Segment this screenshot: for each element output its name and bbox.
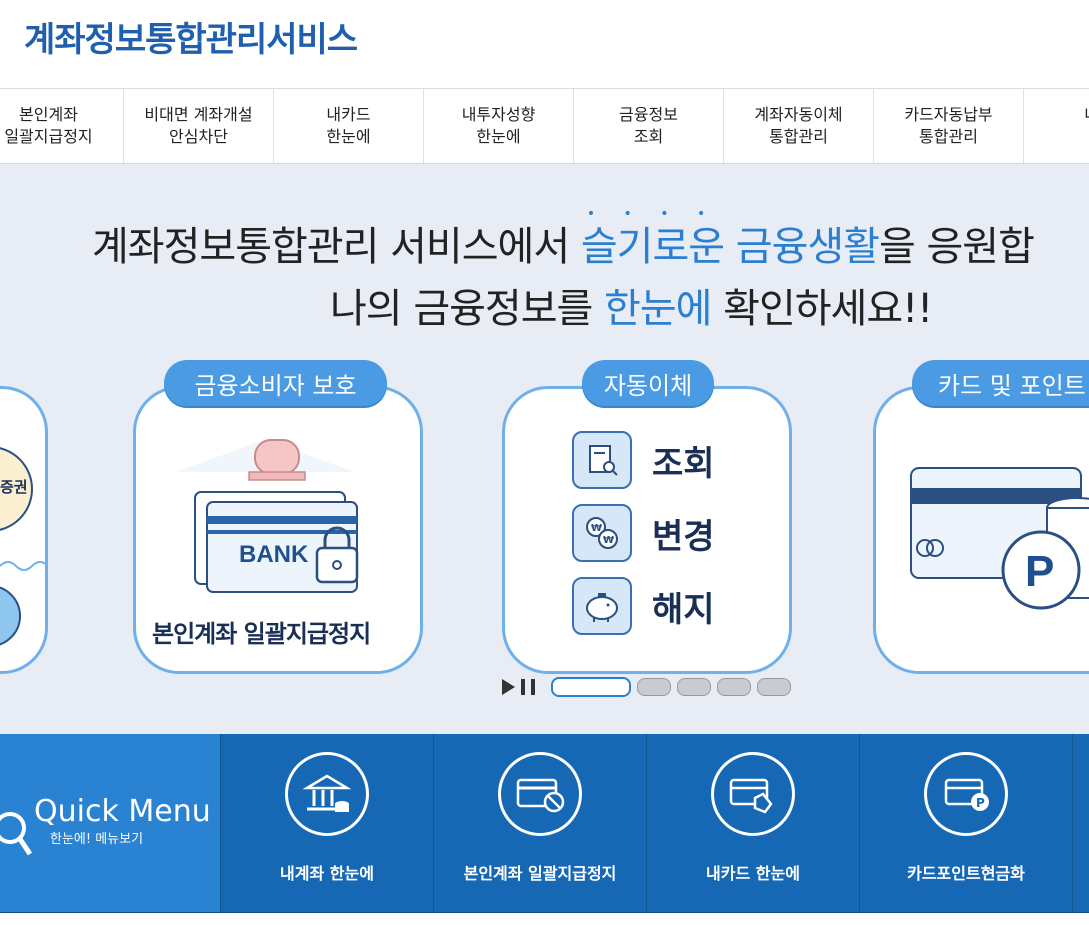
svg-text:₩: ₩ bbox=[603, 535, 614, 546]
quick-item-account-stop[interactable]: 본인계좌 일괄지급정지 bbox=[433, 734, 646, 912]
points-title: 카드 및 포인트 bbox=[912, 360, 1089, 406]
auto-transfer-title: 자동이체 bbox=[582, 360, 714, 406]
headline-text: 을 응원합 bbox=[878, 224, 1035, 270]
headline-text bbox=[724, 224, 736, 270]
auto-row-change: ₩₩ 변경 bbox=[572, 504, 742, 562]
nav-item-finance-info[interactable]: 금융정보 조회 bbox=[574, 89, 724, 163]
subhead-text: 확인하세요!! bbox=[711, 286, 933, 332]
banner-headline: 계좌정보통합관리 서비스에서 슬기로운 금융생활을 응원합 bbox=[92, 214, 1035, 272]
nav-item-nonface-block[interactable]: 비대면 계좌개설 안심차단 bbox=[124, 89, 274, 163]
banner-subhead: 나의 금융정보를 한눈에 확인하세요!! bbox=[330, 276, 933, 334]
quick-item-more[interactable] bbox=[1072, 734, 1089, 912]
securities-illustration bbox=[0, 447, 46, 646]
site-header: 계좌정보통합관리서비스 bbox=[0, 0, 1089, 89]
slider-dot[interactable] bbox=[717, 678, 751, 696]
main-banner: 계좌정보통합관리 서비스에서 슬기로운 금융생활을 응원합 나의 금융정보를 한… bbox=[0, 164, 1089, 734]
nav-item-label: 비대면 계좌개설 bbox=[144, 105, 253, 124]
nav-item-label: 한눈에 bbox=[326, 127, 371, 146]
nav-item-investment[interactable]: 내투자성향 한눈에 bbox=[424, 89, 574, 163]
auto-label: 조회 bbox=[652, 443, 715, 484]
quick-item-label: 내카드 한눈에 bbox=[706, 864, 800, 883]
nav-item-label: 내투자성향 bbox=[461, 105, 536, 124]
headline-highlight: 슬기로운 bbox=[581, 224, 725, 270]
nav-item-label: 금융정보 bbox=[619, 105, 678, 124]
quick-item-label: 내계좌 한눈에 bbox=[280, 864, 374, 883]
piggy-bank-icon bbox=[572, 577, 632, 635]
quick-item-card-point[interactable]: P 카드포인트현금화 bbox=[859, 734, 1072, 912]
protection-caption: 본인계좌 일괄지급정지 bbox=[152, 620, 371, 648]
headline-text: 계좌정보통합관리 서비스에서 bbox=[92, 224, 581, 270]
quick-menu-title: Quick Menu bbox=[34, 794, 211, 829]
nav-item-label: 통합관리 bbox=[919, 127, 978, 146]
point-letter: P bbox=[1025, 547, 1054, 596]
bank-lock-illustration: BANK bbox=[175, 439, 359, 593]
headline-highlight: 금융생활 bbox=[735, 224, 880, 270]
slide-card-protection[interactable] bbox=[133, 386, 423, 674]
quick-menu-subtitle: 한눈에! 메뉴보기 bbox=[50, 832, 144, 847]
auto-label: 해지 bbox=[652, 589, 715, 630]
nav-item-more[interactable]: 내오 한 bbox=[1024, 89, 1089, 163]
subhead-highlight: 한눈에 bbox=[604, 286, 712, 332]
pause-icon[interactable] bbox=[521, 679, 535, 695]
nav-item-label: 카드자동납부 bbox=[904, 105, 993, 124]
quick-item-label: 카드포인트현금화 bbox=[907, 864, 1025, 883]
nav-item-auto-transfer[interactable]: 계좌자동이체 통합관리 bbox=[724, 89, 874, 163]
quick-menu-title-box: Quick Menu 한눈에! 메뉴보기 bbox=[0, 734, 220, 912]
card-point-icon: P bbox=[924, 752, 1008, 836]
quick-item-my-account[interactable]: 내계좌 한눈에 bbox=[220, 734, 433, 912]
nav-item-label: 일괄지급정지 bbox=[4, 127, 93, 146]
nav-item-label: 한눈에 bbox=[476, 127, 521, 146]
magnifier-icon bbox=[0, 812, 33, 856]
quick-item-my-card[interactable]: 내카드 한눈에 bbox=[646, 734, 859, 912]
play-icon[interactable] bbox=[502, 679, 515, 695]
nav-item-my-card[interactable]: 내카드 한눈에 bbox=[274, 89, 424, 163]
subhead-text: 나의 금융정보를 bbox=[330, 286, 605, 332]
card-stop-icon bbox=[498, 752, 582, 836]
slider-dot[interactable] bbox=[637, 678, 671, 696]
nav-item-label: 통합관리 bbox=[769, 127, 828, 146]
site-logo[interactable]: 계좌정보통합관리서비스 bbox=[24, 20, 358, 60]
main-nav: 본인계좌 일괄지급정지 비대면 계좌개설 안심차단 내카드 한눈에 내투자성향 … bbox=[0, 89, 1089, 164]
quick-item-label: 본인계좌 일괄지급정지 bbox=[463, 864, 617, 883]
securities-badge: 증권 bbox=[0, 478, 28, 496]
card-points-illustration: P bbox=[910, 467, 1089, 610]
slider-dot[interactable] bbox=[677, 678, 711, 696]
auto-row-inquiry: 조회 bbox=[572, 431, 742, 489]
slider-dot-active[interactable] bbox=[551, 677, 631, 697]
protection-title: 금융소비자 보호 bbox=[164, 360, 387, 406]
svg-text:P: P bbox=[976, 796, 985, 810]
nav-item-label: 내오 bbox=[1084, 104, 1089, 126]
slider-dot[interactable] bbox=[757, 678, 791, 696]
nav-item-label: 내카드 bbox=[326, 105, 371, 124]
nav-item-card-autopay[interactable]: 카드자동납부 통합관리 bbox=[874, 89, 1024, 163]
document-search-icon bbox=[572, 431, 632, 489]
svg-text:₩: ₩ bbox=[591, 523, 602, 534]
auto-row-cancel: 해지 bbox=[572, 577, 742, 635]
nav-item-account-stop[interactable]: 본인계좌 일괄지급정지 bbox=[0, 89, 124, 163]
card-hand-icon bbox=[711, 752, 795, 836]
currency-exchange-icon: ₩₩ bbox=[572, 504, 632, 562]
nav-item-label: 안심차단 bbox=[169, 127, 228, 146]
nav-item-label: 조회 bbox=[633, 127, 664, 146]
bank-word: BANK bbox=[239, 541, 309, 568]
nav-item-label: 본인계좌 bbox=[19, 105, 78, 124]
nav-item-label: 계좌자동이체 bbox=[754, 105, 843, 124]
bank-icon bbox=[285, 752, 369, 836]
slider-controls bbox=[502, 676, 797, 698]
slide-card-auto-transfer[interactable] bbox=[502, 386, 792, 674]
quick-menu: Quick Menu 한눈에! 메뉴보기 내계좌 한눈에 본인계좌 일괄지급정지… bbox=[0, 734, 1089, 913]
auto-label: 변경 bbox=[652, 516, 715, 557]
